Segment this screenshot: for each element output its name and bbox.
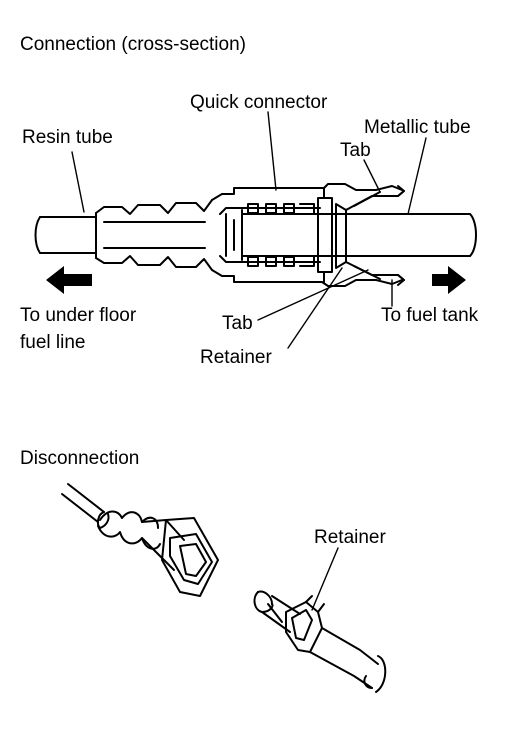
resin-tube: [34, 212, 97, 259]
connection-heading: Connection (cross-section): [20, 34, 246, 55]
to-under-floor-label-line2: fuel line: [20, 332, 86, 353]
resin-tube-label: Resin tube: [22, 127, 113, 148]
disconnection-retainer-label: Retainer: [314, 527, 386, 548]
connector-barbs: [95, 199, 213, 271]
leader-lines: [71, 111, 427, 349]
disconnected-metallic-tube-with-retainer: [253, 547, 387, 693]
metallic-tube-label: Metallic tube: [364, 117, 471, 138]
tab-bottom-label: Tab: [222, 313, 253, 334]
quick-connector-body: [211, 183, 405, 287]
disconnected-resin-tube-with-connector: [61, 483, 219, 597]
arrow-right-icon: [432, 266, 466, 294]
to-fuel-tank-label: To fuel tank: [381, 305, 479, 326]
tab-top-label: Tab: [340, 140, 371, 161]
quick-connector-label: Quick connector: [190, 92, 328, 113]
metallic-tube: [233, 213, 477, 257]
to-under-floor-label-line1: To under floor: [20, 305, 137, 326]
retainer-label: Retainer: [200, 347, 272, 368]
disconnection-heading: Disconnection: [20, 448, 140, 469]
arrow-left-icon: [46, 266, 92, 294]
